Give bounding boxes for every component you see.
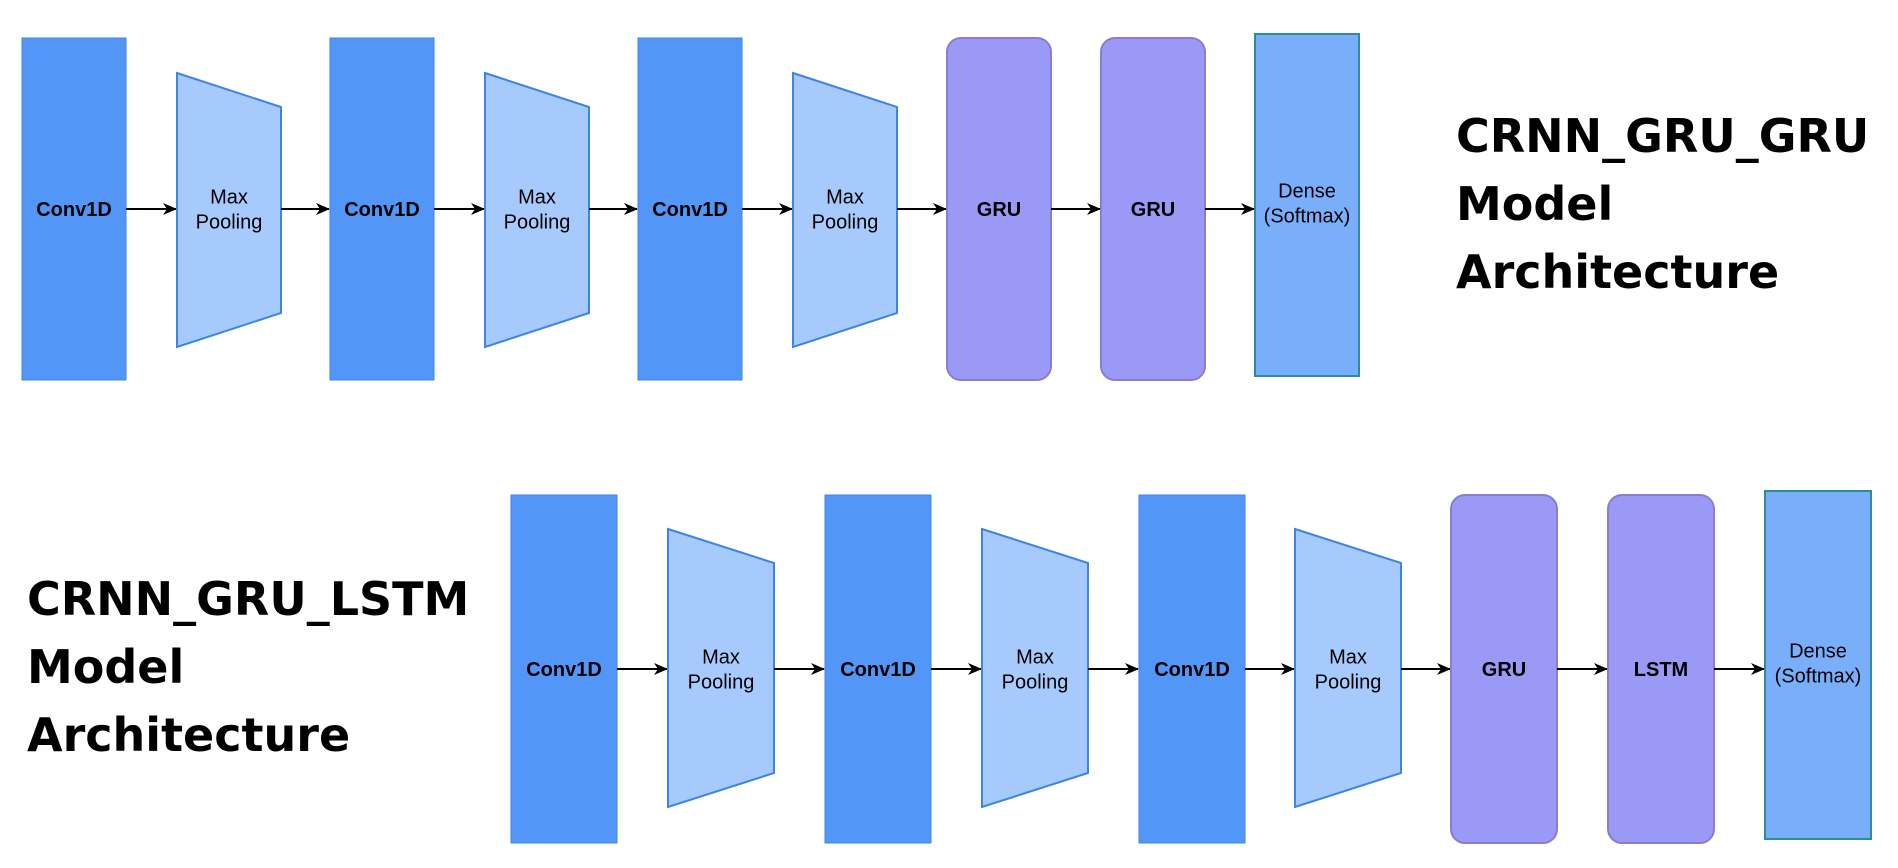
layer-pool-4-trapezoid-block [484,71,590,349]
layer-conv-5-rect-block [1138,494,1246,844]
layer-label: Conv1D [1154,659,1230,681]
layer-label: GRU [1482,659,1526,681]
title-line: Architecture [27,708,351,762]
layer-label: Conv1D [652,199,728,221]
layer-pool-2-trapezoid-block [667,527,775,809]
layer-conv-1-rect-block [21,37,127,381]
layer-dense-9-rect-block [1764,490,1872,840]
layer-pool-2-trapezoid-block [176,71,282,349]
title-line: Model [1456,177,1614,231]
layer-label: Conv1D [36,199,112,221]
layer-label: GRU [1131,199,1175,221]
layer-dense-9-rect-block [1254,33,1360,377]
layer-label: LSTM [1634,659,1688,681]
title-line: CRNN_GRU_GRU [1456,109,1870,163]
layer-pool-4-trapezoid-block [981,527,1089,809]
title-line: Architecture [1456,245,1780,299]
layer-pool-6-trapezoid-block [792,71,898,349]
layer-label: Dense(Softmax) [1264,181,1351,228]
layer-label: Conv1D [344,199,420,221]
layer-conv-3-rect-block [329,37,435,381]
layer-label: Conv1D [840,659,916,681]
layer-label: GRU [977,199,1021,221]
layer-label: Conv1D [526,659,602,681]
title-line: Model [27,640,185,694]
layer-pool-6-trapezoid-block [1294,527,1402,809]
title-line: CRNN_GRU_LSTM [27,572,470,626]
layer-conv-3-rect-block [824,494,932,844]
layer-label: Dense(Softmax) [1775,641,1862,688]
layer-conv-5-rect-block [637,37,743,381]
layer-conv-1-rect-block [510,494,618,844]
diagram-title-top: CRNN_GRU_GRU Model Architecture [1456,102,1869,306]
diagram-title-bottom: CRNN_GRU_LSTM Model Architecture [27,565,469,769]
